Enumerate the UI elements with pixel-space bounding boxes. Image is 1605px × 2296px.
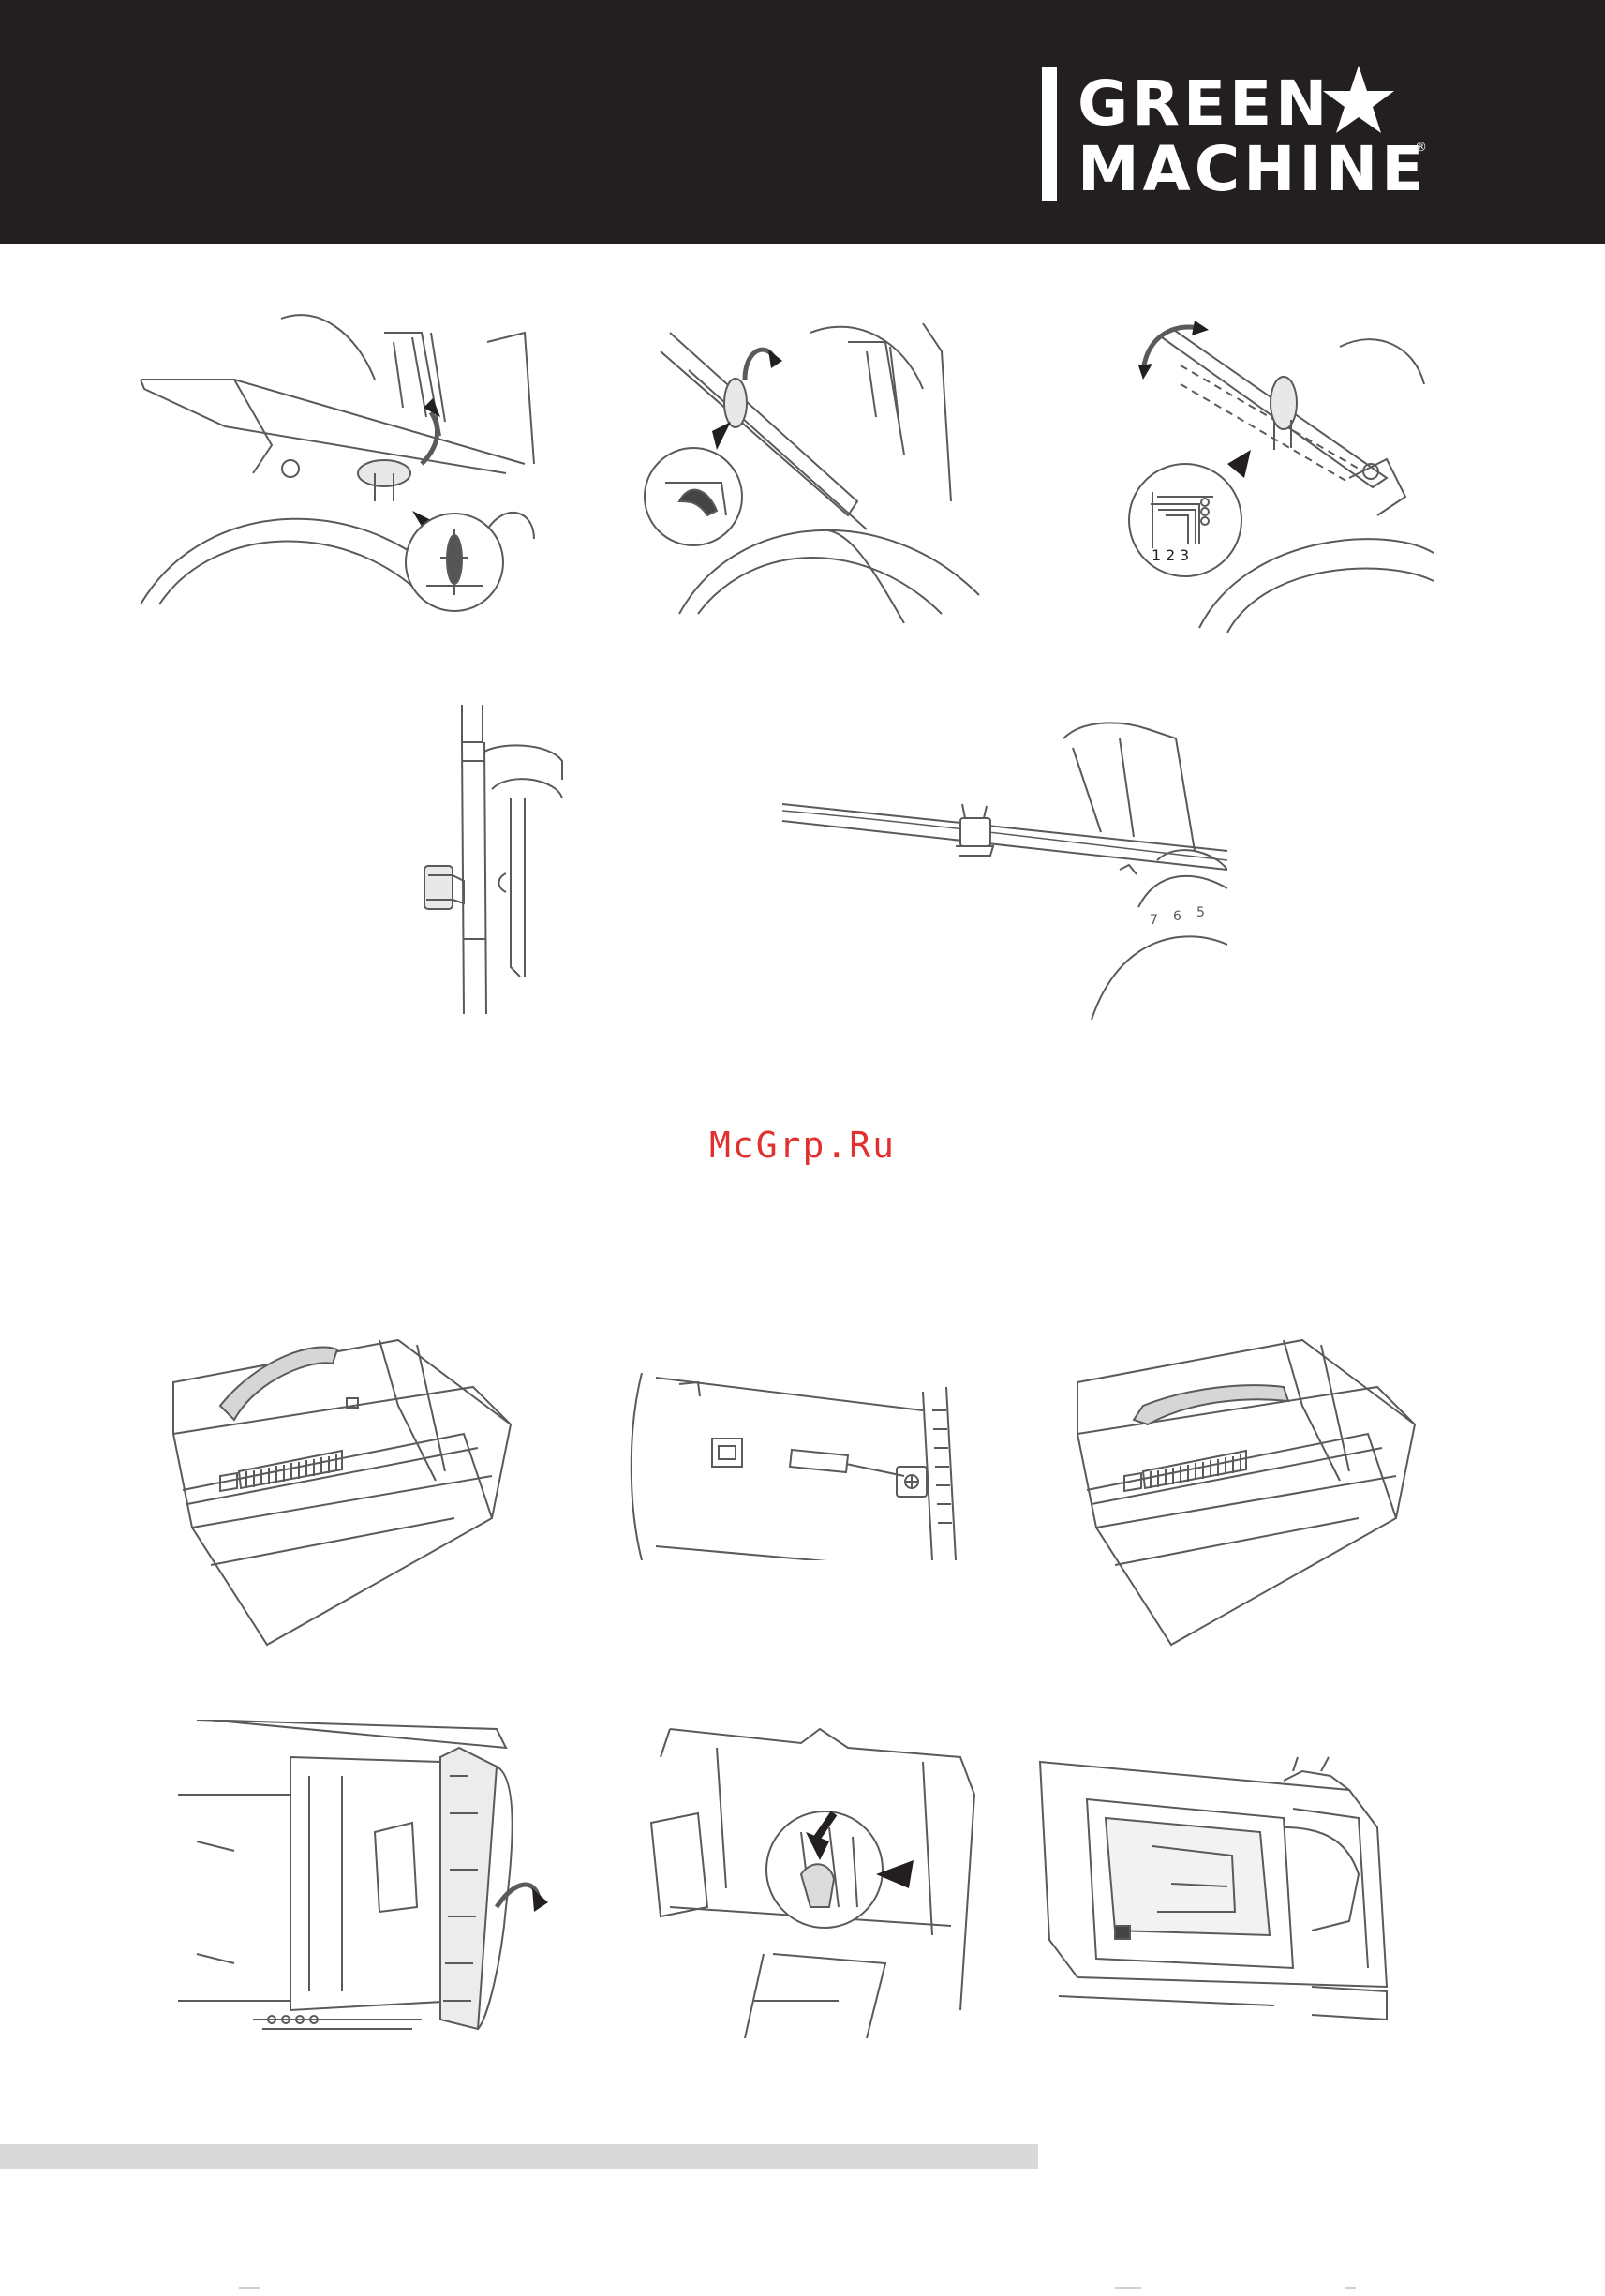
fig3-label-1: 1	[1152, 546, 1161, 564]
footer-mark-right-2	[1345, 2287, 1356, 2289]
figure-1-height-knob	[131, 314, 543, 633]
star-icon	[1321, 64, 1396, 135]
header-band: GREEN MACHINE ®	[0, 0, 1605, 244]
logo-line-1: GREEN	[1077, 73, 1330, 135]
footer-mark-left	[239, 2287, 260, 2289]
figure-3-handle-angle: 1 2 3	[1106, 309, 1434, 633]
figure-4-clamp	[398, 705, 567, 1019]
figure-5-cable-clip: 7 6 5	[782, 720, 1227, 1020]
figure-7-fill-indicator	[623, 1373, 988, 1560]
figure-11-box-attached	[1031, 1752, 1405, 2034]
green-machine-logo: GREEN MACHINE ®	[1042, 64, 1435, 204]
figure-6-grass-box-handle-up	[155, 1331, 529, 1654]
registered-mark: ®	[1415, 141, 1427, 155]
fig5-scale-5: 5	[1196, 905, 1205, 920]
footer-bar	[0, 2144, 1038, 2169]
fig5-scale-6: 6	[1173, 909, 1181, 924]
logo-bar	[1042, 67, 1057, 201]
fig3-label-3: 3	[1180, 546, 1189, 564]
watermark-text: McGrp.Ru	[0, 1125, 1605, 1166]
figure-8-grass-box-handle-down	[1059, 1331, 1434, 1654]
fig5-scale-7: 7	[1150, 913, 1158, 928]
figure-2-lever	[623, 314, 998, 623]
figure-9-rear-flap	[178, 1720, 557, 2038]
footer-mark-right-1	[1115, 2287, 1141, 2289]
fig3-label-2: 2	[1166, 546, 1175, 564]
figure-10-box-hooks	[642, 1720, 984, 2038]
logo-line-2: MACHINE	[1077, 139, 1427, 201]
